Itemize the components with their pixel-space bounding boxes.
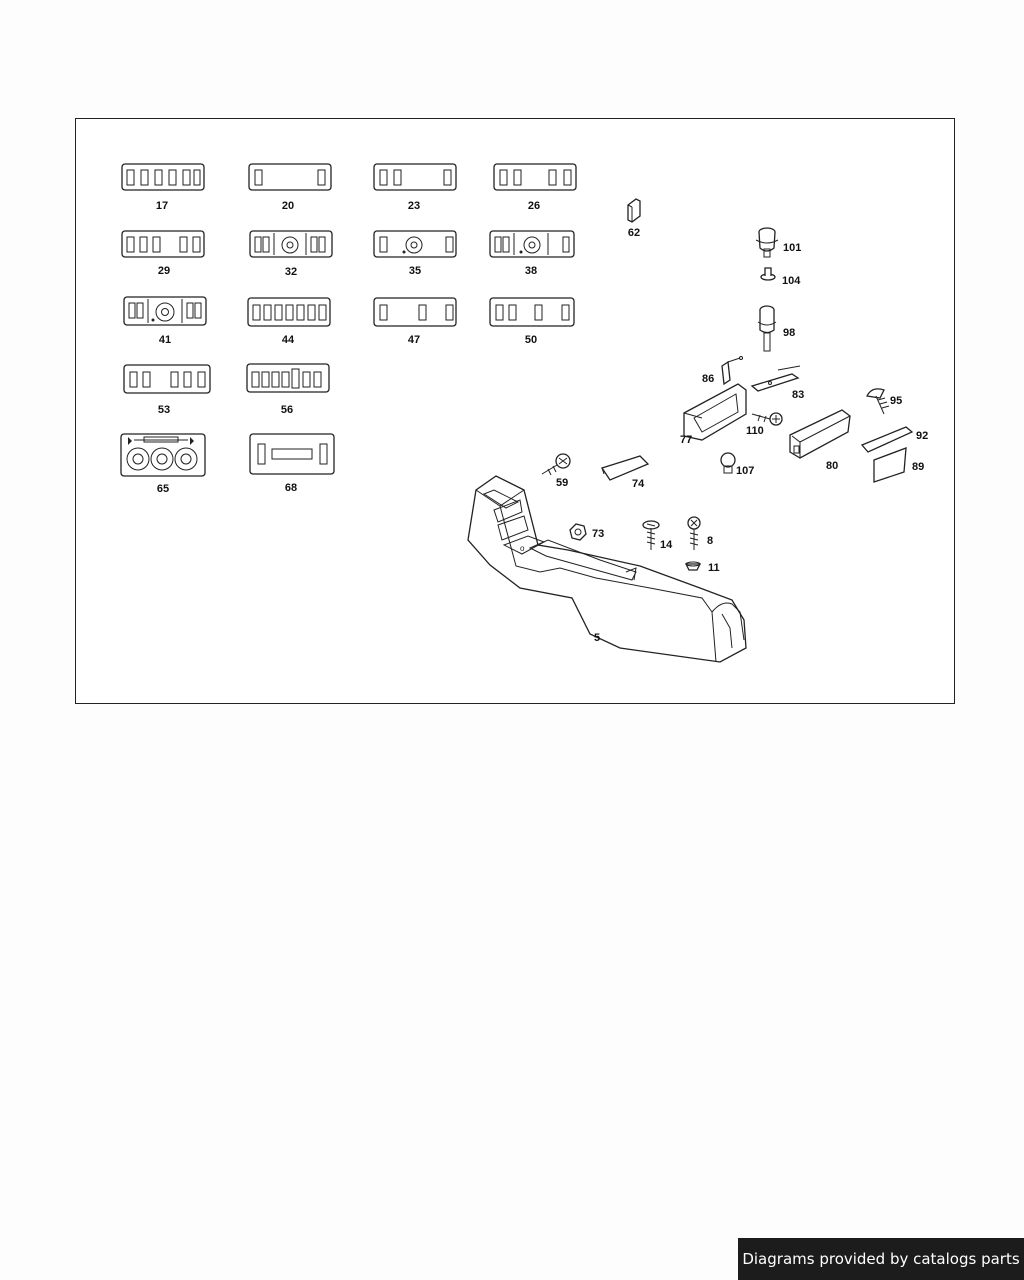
part-11-clip-nut: [684, 561, 702, 571]
part-label-23: 23: [408, 200, 420, 212]
part-68-radio-panel: [249, 433, 335, 475]
part-83-mounting-plate: [750, 365, 801, 392]
part-59-screw: [541, 453, 571, 476]
part-label-11: 11: [708, 562, 720, 574]
part-label-50: 50: [525, 334, 537, 346]
part-label-83: 83: [792, 389, 804, 401]
part-47-switch-panel: [373, 297, 457, 327]
svg-text:o: o: [520, 544, 525, 553]
part-5-center-console: o: [467, 475, 747, 663]
part-104-lighter-knob: [760, 267, 776, 281]
part-label-8: 8: [707, 535, 713, 547]
part-label-35: 35: [409, 265, 421, 277]
part-label-77: 77: [680, 434, 692, 446]
part-110-screw: [751, 412, 783, 426]
part-89-cover-plate: [873, 447, 907, 483]
part-label-65: 65: [157, 483, 169, 495]
part-label-56: 56: [281, 404, 293, 416]
part-14-screw: [642, 520, 660, 550]
part-label-68: 68: [285, 482, 297, 494]
part-label-44: 44: [282, 334, 295, 346]
part-label-98: 98: [783, 327, 795, 339]
part-label-59: 59: [556, 477, 568, 489]
part-80-ashtray-insert: [789, 409, 851, 459]
part-29-switch-panel: [121, 230, 205, 258]
part-53-switch-panel: [123, 364, 211, 394]
part-65-climate-control-panel: [120, 433, 206, 477]
part-label-80: 80: [826, 460, 838, 472]
part-label-38: 38: [525, 265, 537, 277]
part-38-switch-panel: [489, 230, 575, 258]
part-101-lighter: [755, 227, 779, 258]
part-17-switch-panel: [121, 163, 205, 191]
parts-diagram: 17 20 23 26 29 32: [120, 163, 928, 663]
part-label-107: 107: [736, 465, 754, 477]
part-label-74: 74: [632, 478, 645, 490]
part-92-trim-strip: [860, 426, 914, 453]
part-56-switch-panel: [246, 363, 330, 393]
part-62-clip: [627, 198, 641, 223]
part-label-32: 32: [285, 266, 297, 278]
part-label-5: 5: [594, 632, 600, 644]
part-26-switch-panel: [493, 163, 577, 191]
part-20-switch-panel: [248, 163, 332, 191]
part-label-86: 86: [702, 373, 714, 385]
part-label-92: 92: [916, 430, 928, 442]
part-label-62: 62: [628, 227, 640, 239]
part-107-bulb: [720, 452, 736, 474]
part-50-switch-panel: [489, 297, 575, 327]
part-32-switch-panel: [249, 230, 333, 258]
part-label-17: 17: [156, 200, 168, 212]
credit-banner: Diagrams provided by catalogs parts: [738, 1238, 1024, 1280]
part-label-26: 26: [528, 200, 540, 212]
part-label-53: 53: [158, 404, 170, 416]
part-label-41: 41: [159, 334, 171, 346]
part-86-bracket: [721, 356, 743, 386]
part-73-nut: [569, 523, 587, 541]
part-label-20: 20: [282, 200, 294, 212]
parts-diagram-frame: [75, 118, 955, 704]
part-23-switch-panel: [373, 163, 457, 191]
part-label-89: 89: [912, 461, 924, 473]
part-44-switch-panel: [247, 297, 331, 327]
part-41-switch-panel: [123, 296, 207, 326]
part-74-cover-strip: [600, 455, 650, 481]
part-98-lighter-socket: [757, 305, 777, 352]
part-label-14: 14: [660, 539, 673, 551]
part-label-110: 110: [746, 425, 764, 437]
part-label-73: 73: [592, 528, 604, 540]
part-label-29: 29: [158, 265, 170, 277]
part-label-101: 101: [783, 242, 801, 254]
part-95-screw: [866, 388, 890, 415]
part-35-switch-panel: [373, 230, 457, 258]
part-77-ashtray-frame: [683, 383, 747, 441]
part-8-screw: [687, 516, 701, 550]
part-label-95: 95: [890, 395, 902, 407]
part-label-104: 104: [782, 275, 801, 287]
part-label-47: 47: [408, 334, 420, 346]
